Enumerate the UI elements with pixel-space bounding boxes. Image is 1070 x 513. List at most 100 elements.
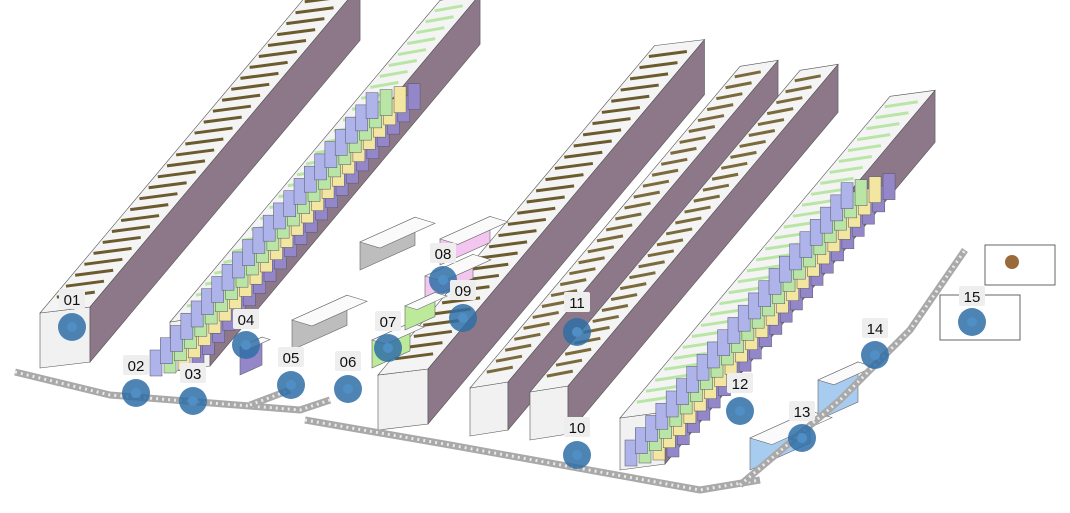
rack-left-2-shelf [379,69,408,78]
rack-left-2-shelf [416,26,445,35]
rack-mid-1-shelf [648,49,688,58]
rack-mid-2-shelf [725,81,752,90]
rack-mid-1-shelf [394,352,434,361]
marker-label-bg [789,401,815,421]
rack-left-1 [39,0,361,369]
rack-mid-1-shelf [488,240,528,249]
marker-dot-core [67,322,77,332]
rack-left-2-shelf [388,59,418,67]
box-gray-upper [359,216,436,271]
box-green-07b [404,292,448,331]
box-green-07b-top [404,292,448,310]
marker-dot-core [572,450,582,460]
rack-mid-3-shelf [766,107,794,116]
rack-mid-3-shelf [748,129,776,137]
rack-left-1-shelf [212,104,252,113]
rack-mid-3-shelf [776,96,803,105]
rack-mid-2-shelf [605,223,633,232]
station-marker-08: 08 [429,243,457,294]
marker-label: 08 [435,246,452,263]
marker-label: 05 [283,350,300,367]
bins-left-bin [379,89,393,116]
rack-right-1-shelf [838,155,873,163]
rack-mid-3-shelf [693,194,720,203]
rack-mid-2-shelf [688,125,716,133]
rack-mid-1-shelf [517,206,556,215]
rack-mid-2-shelf [633,190,660,199]
rack-mid-3-shelf [647,249,675,258]
rack-mid-2-shelf [578,256,605,265]
marker-label: 06 [340,354,357,371]
marker-label: 09 [455,283,472,300]
rack-mid-3-shelf [555,358,583,367]
marker-label-bg [430,243,456,263]
rack-right-1-shelf [866,122,900,131]
rack-mid-2-shelf [615,212,642,221]
rack-mid-2-shelf [596,234,624,243]
rack-mid-1-shelf [413,329,453,338]
rack-right-1-shelf [811,187,845,196]
station-marker-06: 06 [334,351,362,403]
rack-right-1-shelf [829,165,863,174]
station-marker-01: 01 [58,289,86,341]
rack-mid-1-shelf [470,262,509,271]
box-pink-08-top [439,216,509,245]
rack-left-1-shelf [74,268,114,277]
robot-cell-frame-2 [984,244,1056,286]
marker-label: 07 [380,314,397,331]
conveyor-bottom-rollers [304,418,761,492]
rack-left-2-shelf [425,15,454,24]
bins-right-bin [868,176,882,203]
rack-mid-1-shelf [611,94,650,103]
rack-mid-1-shelf [498,229,537,238]
rack-mid-2-shelf [697,114,725,123]
marker-label-bg [180,363,206,383]
rack-mid-2-face [469,381,509,437]
rack-mid-3-face [567,63,839,435]
rack-right-1-shelf [728,286,762,295]
bins-left-bin [365,92,379,119]
rack-left-1-face [89,0,361,363]
marker-label-bg [375,311,401,331]
rack-mid-3 [529,63,839,441]
rack-right-1-shelf [654,373,689,382]
rack-mid-2-shelf [514,332,541,341]
marker-label: 02 [128,358,145,375]
rack-mid-3-shelf [610,293,638,302]
rack-left-1-shelf [304,0,330,4]
rack-mid-3-shelf [675,216,702,225]
station-marker-04: 04 [232,309,260,359]
marker-dot-core [438,275,448,285]
warehouse-structures [14,0,1056,494]
rack-left-1-shelf [276,28,316,37]
rack-mid-3-shelf [638,260,665,269]
rack-mid-1-face [377,368,429,431]
rack-mid-2-shelf [550,289,578,298]
rack-left-1-shelf [286,17,325,26]
rack-left-1-shelf [102,235,141,244]
bins-right-bin [882,173,896,200]
rack-right-1-shelf [636,395,671,404]
marker-label-bg [278,347,304,367]
rack-mid-1-shelf [573,139,612,148]
bins-right [624,173,896,467]
station-marker-15: 15 [958,286,986,336]
bins-left-bin [393,86,407,113]
marker-dot-core [735,406,745,416]
rack-mid-2-shelf [660,157,688,166]
rack-mid-2-shelf [532,310,559,319]
rack-mid-2-shelf [541,300,569,308]
rack-left-1-shelf [267,39,307,48]
rack-mid-3-shelf [629,271,656,280]
conveyor-05-rollers [249,388,291,407]
rack-mid-3-shelf [720,161,748,170]
marker-label: 14 [867,321,884,338]
marker-label-bg [862,318,888,338]
rack-left-1-shelf [185,137,224,146]
rack-mid-2-shelf [734,70,762,79]
robot-arm-icon [1005,255,1019,269]
rack-left-1-shelf [93,246,132,255]
rack-mid-3-shelf [711,172,739,181]
rack-right-1-shelf [755,253,790,262]
rack-mid-1-shelf [629,72,669,81]
